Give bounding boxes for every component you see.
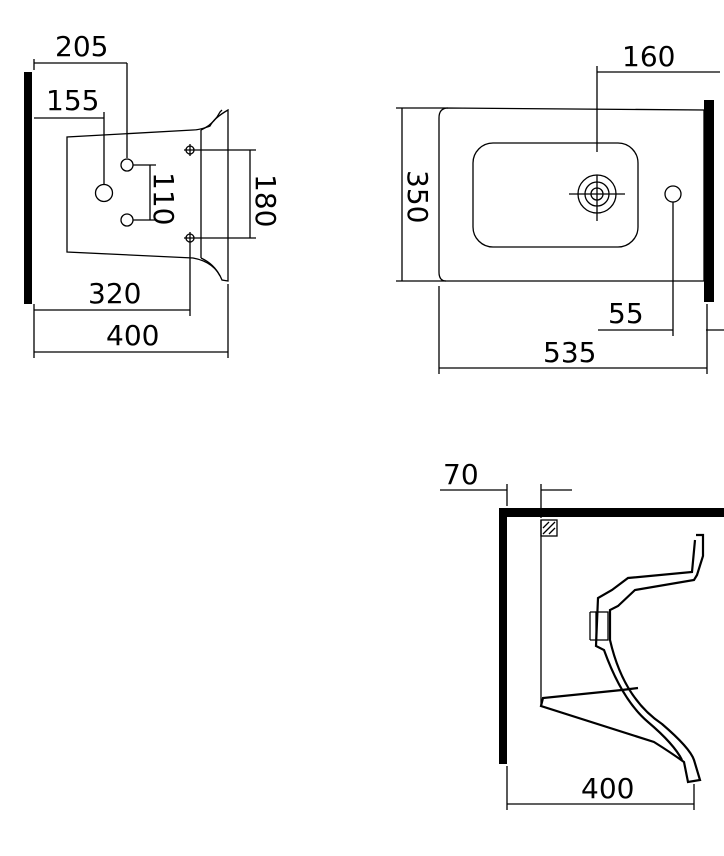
top-view-bowl [472, 142, 639, 248]
dim-55-label: 55 [608, 297, 644, 330]
upper-fixing-hole-icon [120, 158, 134, 172]
dim-160-line [596, 66, 720, 152]
dim-205-label: 205 [55, 30, 108, 63]
dim-180-label: 180 [249, 174, 282, 227]
dim-160-label: 160 [622, 40, 675, 73]
dim-400-side-label: 400 [106, 319, 159, 352]
section-spigot-flange [589, 611, 596, 641]
dim-535-label: 535 [543, 336, 596, 369]
section-view-wall [499, 510, 507, 764]
section-outer-shell [539, 533, 705, 784]
lower-fixing-hole-icon [120, 213, 134, 227]
dim-400-section-line [506, 766, 695, 810]
tap-crosshair-icon [569, 175, 625, 221]
side-view: 205 155 110 180 320 400 [24, 30, 282, 358]
dim-350-line [396, 107, 448, 282]
dim-110-line [133, 164, 156, 221]
dim-70-label: 70 [443, 458, 479, 491]
dim-350-label: 350 [401, 170, 434, 223]
side-view-rim-curve [200, 109, 223, 277]
top-view-wall [704, 100, 714, 302]
dim-155-line [34, 112, 105, 184]
section-hatch-icon [542, 521, 556, 535]
dim-400-section-label: 400 [581, 772, 634, 805]
dim-110-label: 110 [147, 172, 180, 225]
side-view-wall [24, 72, 32, 304]
dim-155-label: 155 [46, 84, 99, 117]
dim-535-line [438, 286, 708, 374]
section-view-ceiling [499, 508, 724, 517]
section-inner-shell [594, 539, 697, 761]
dim-70-line [440, 484, 572, 518]
dim-180-line [196, 149, 256, 239]
section-view: 70 400 [440, 458, 724, 810]
bolt-crosshair-icon [184, 144, 196, 244]
dim-320-line [34, 244, 191, 316]
dim-320-label: 320 [88, 277, 141, 310]
dim-55-line [598, 202, 724, 336]
dim-400-side-line [33, 284, 229, 358]
overflow-hole-icon [664, 185, 682, 203]
tap-hole-icon [94, 183, 114, 203]
section-waste-spigot [595, 611, 609, 641]
dim-205-line [33, 59, 128, 158]
side-view-body-outline [66, 108, 229, 282]
top-view: 160 350 55 535 [396, 40, 724, 374]
